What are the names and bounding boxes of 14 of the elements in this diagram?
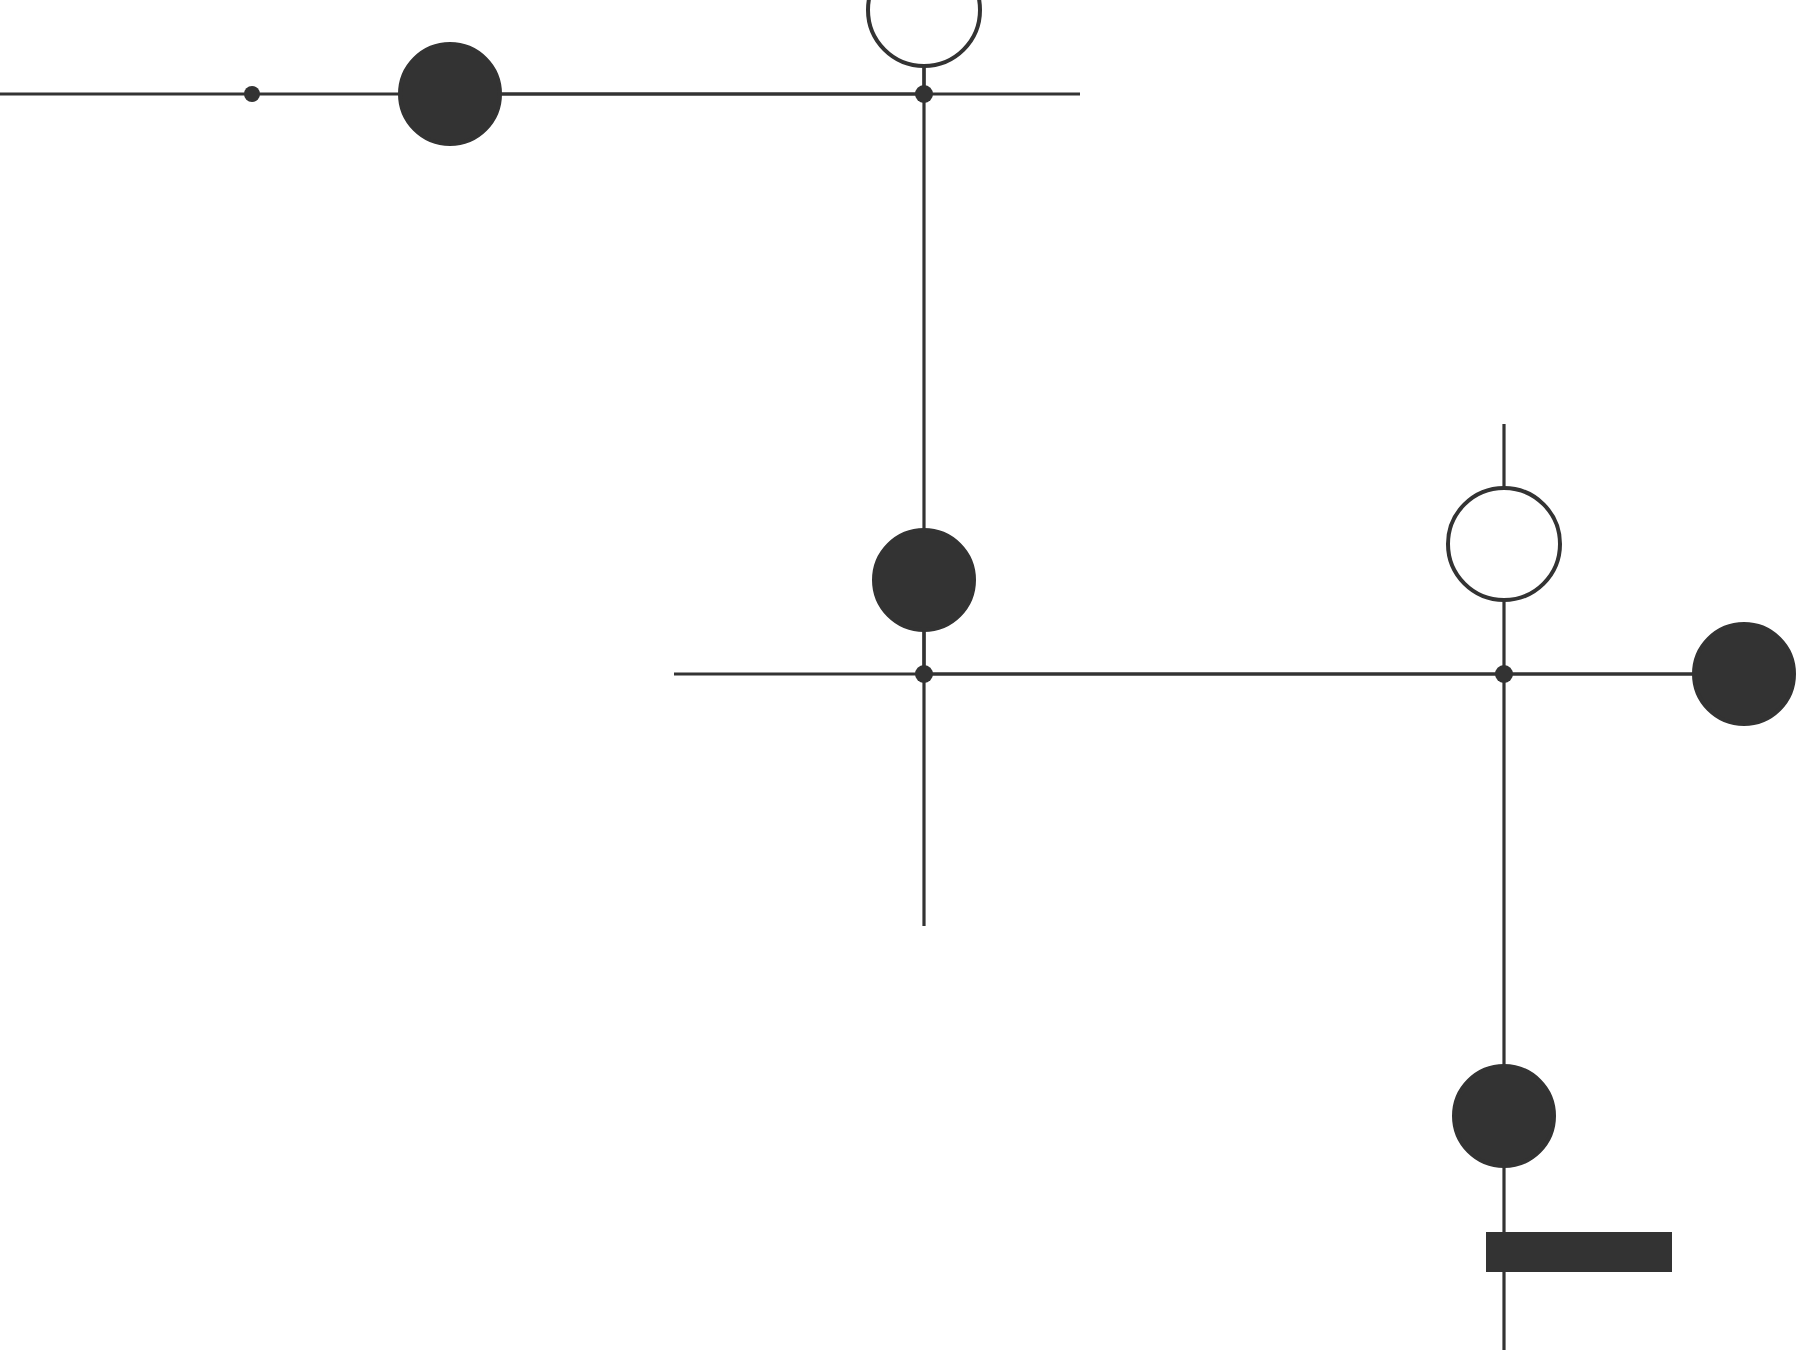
filled-circle [872, 528, 976, 632]
filled-circle [398, 42, 502, 146]
bar [1486, 1232, 1672, 1272]
filled-circle [1692, 622, 1796, 726]
connector-line [922, 66, 926, 530]
filled-circle [1452, 1064, 1556, 1168]
connector-line [0, 92, 400, 96]
connector-line [922, 630, 1694, 676]
connector-line [1502, 1166, 1506, 1232]
connector-line [1502, 1272, 1506, 1350]
connector-line [1502, 600, 1506, 1066]
connector-line [1502, 424, 1506, 488]
connector-line [500, 92, 1080, 96]
hollow-circle [1446, 486, 1562, 602]
